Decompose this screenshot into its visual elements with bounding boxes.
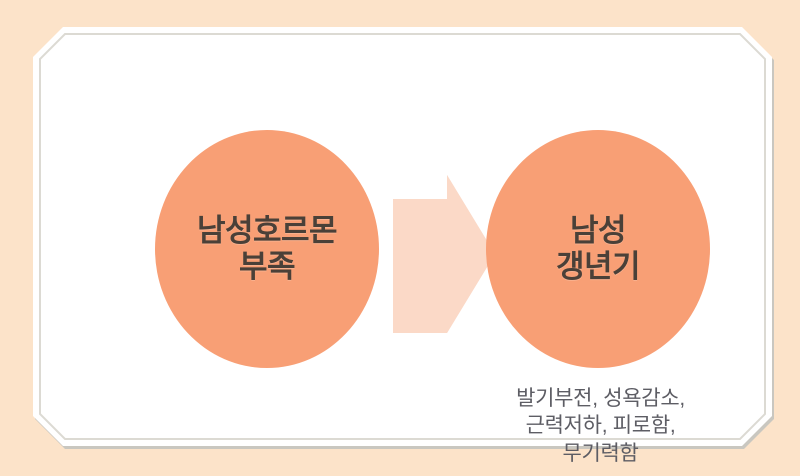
symptom-list-caption: 발기부전, 성욕감소, 근력저하, 피로함, 무기력함 [516,387,685,465]
node-male-menopause: 남성 갱년기 [486,130,710,368]
flow-arrow-icon [385,173,497,335]
content-card: 남성호르몬 부족 남성 갱년기 발기부전, 성욕감소, 근력저하, 피로함, 무… [33,27,772,465]
node-effect-label: 남성 갱년기 [555,213,641,284]
diagram-canvas: 남성호르몬 부족 남성 갱년기 발기부전, 성욕감소, 근력저하, 피로함, 무… [33,27,772,465]
node-cause-label: 남성호르몬 부족 [196,213,338,284]
node-male-hormone-deficiency: 남성호르몬 부족 [155,130,379,368]
